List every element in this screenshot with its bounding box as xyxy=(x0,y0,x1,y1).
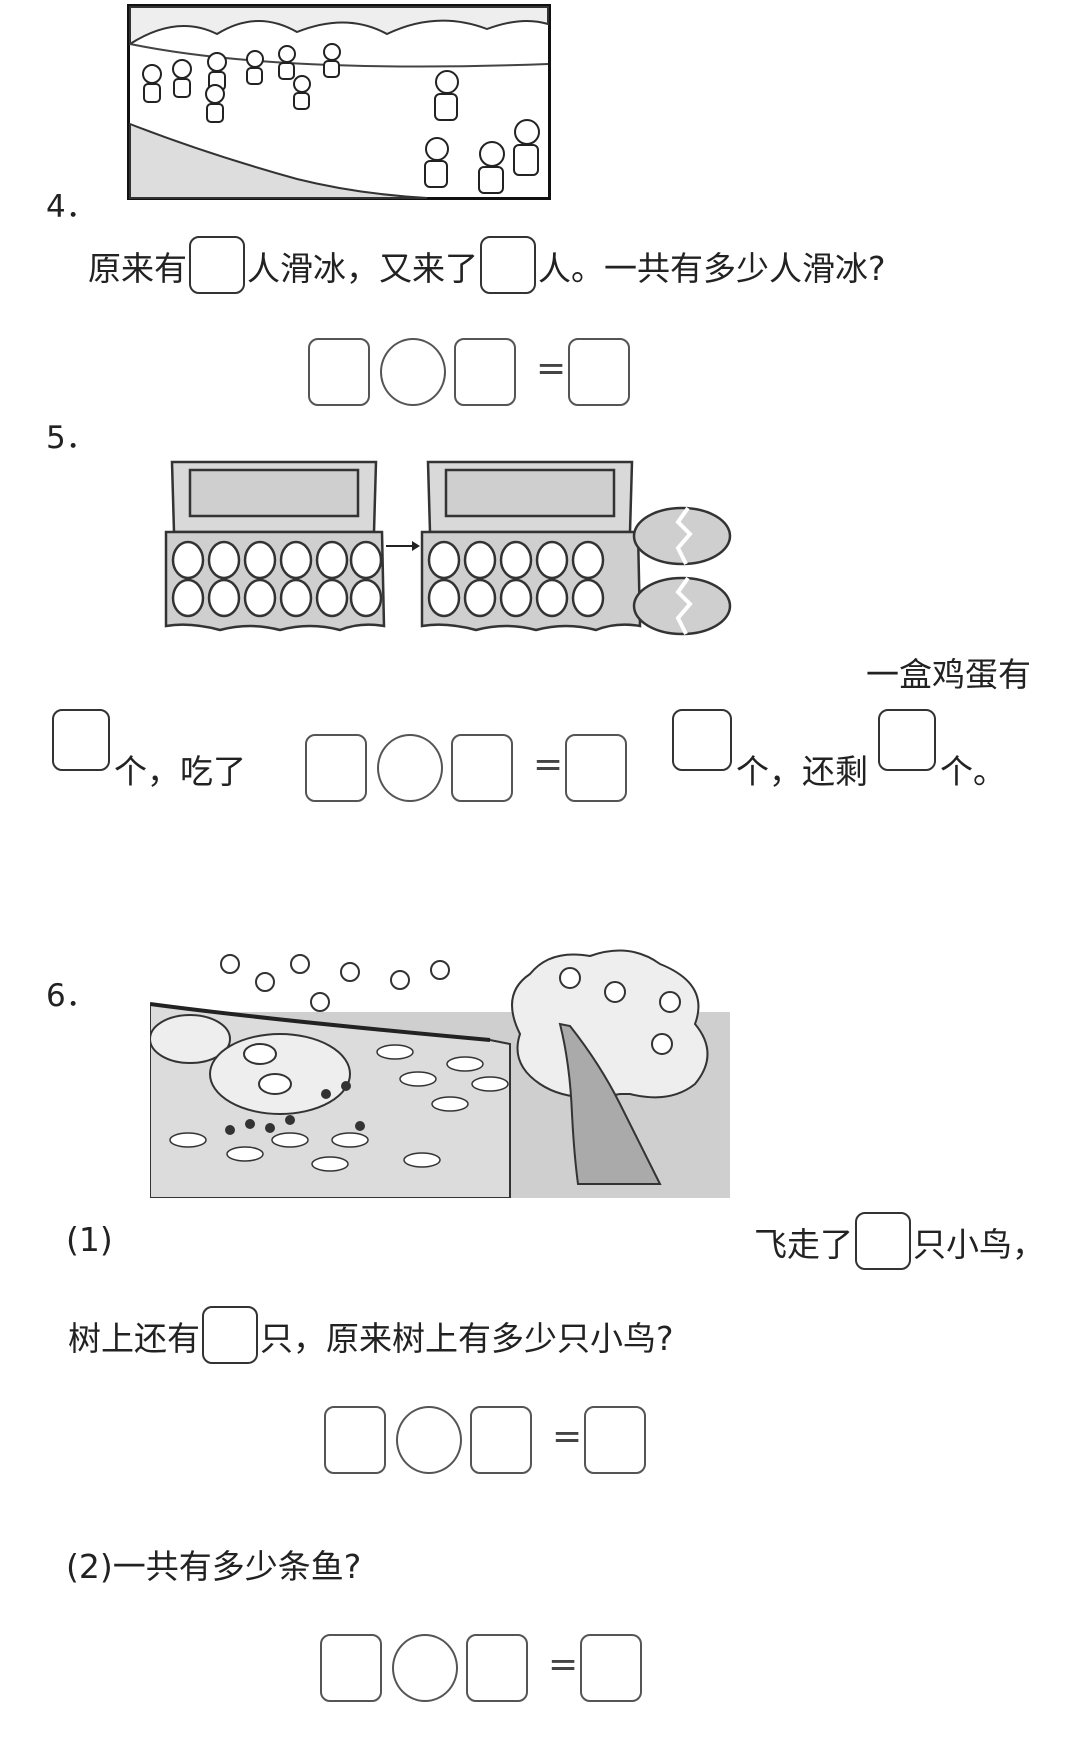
q6-pond-tree-illustration xyxy=(150,944,730,1198)
q4-eq-operand-2[interactable] xyxy=(454,338,516,406)
q5-eq-equals: = xyxy=(533,744,564,785)
q6-sub2-question: (2)一共有多少条鱼? xyxy=(66,1547,362,1586)
q6-sub2-eq-operand-1[interactable] xyxy=(320,1634,382,1702)
q6-sub1-eq-operand-1[interactable] xyxy=(324,1406,386,1474)
q6-answer-box-remain[interactable] xyxy=(202,1306,258,1364)
q6-sub2-eq-result[interactable] xyxy=(580,1634,642,1702)
q4-answer-box-original[interactable] xyxy=(189,236,245,294)
q6-sub2-equation: = xyxy=(320,1634,650,1702)
q4-text-a: 原来有 xyxy=(88,249,187,288)
q5-eggs-illustration xyxy=(160,456,760,636)
q6-sub1-text-b: 只小鸟， xyxy=(913,1225,1045,1264)
q5-text-b: 个，还剩 xyxy=(736,752,868,791)
q6-sub1-eq-operator-circle[interactable] xyxy=(396,1406,462,1474)
q5-eq-operand-2[interactable] xyxy=(451,734,513,802)
q5-equation: = xyxy=(305,734,635,802)
q6-sub1-eq-result[interactable] xyxy=(584,1406,646,1474)
q6-sub1-line1: 飞走了 只小鸟， xyxy=(754,1212,1045,1270)
q5-line: 个，吃了 个，还剩 个。 xyxy=(52,709,1052,799)
q4-skating-illustration xyxy=(127,4,551,200)
q5-answer-box-total[interactable] xyxy=(52,709,110,771)
q5-eq-operator-circle[interactable] xyxy=(377,734,443,802)
q6-sub1-text-a: 飞走了 xyxy=(754,1225,853,1264)
q4-eq-operator-circle[interactable] xyxy=(380,338,446,406)
q6-sub2-eq-operand-2[interactable] xyxy=(466,1634,528,1702)
q6-sub2-eq-equals: = xyxy=(548,1644,579,1685)
q5-eq-operand-1[interactable] xyxy=(305,734,367,802)
q4-equation: = xyxy=(308,338,638,406)
q5-text-intro: 一盒鸡蛋有 xyxy=(866,655,1031,694)
q4-eq-operand-1[interactable] xyxy=(308,338,370,406)
q6-answer-box-flew[interactable] xyxy=(855,1212,911,1270)
q6-sub1-text-c: 树上还有 xyxy=(68,1319,200,1358)
q4-eq-result[interactable] xyxy=(568,338,630,406)
q5-text-c: 个。 xyxy=(940,752,1006,791)
q4-sentence: 原来有 人滑冰，又来了 人。一共有多少人滑冰? xyxy=(88,236,886,294)
q6-number: 6． xyxy=(46,978,97,1014)
q5-eq-result[interactable] xyxy=(565,734,627,802)
q6-sub1-text-d: 只，原来树上有多少只小鸟? xyxy=(260,1319,674,1358)
q5-number: 5． xyxy=(46,420,97,456)
q6-sub1-equation: = xyxy=(324,1406,654,1474)
q5-answer-box-eaten[interactable] xyxy=(672,709,732,771)
q5-answer-box-left[interactable] xyxy=(878,709,936,771)
q4-text-c: 人。一共有多少人滑冰? xyxy=(538,249,886,288)
q4-answer-box-came[interactable] xyxy=(480,236,536,294)
q6-sub1-eq-operand-2[interactable] xyxy=(470,1406,532,1474)
q6-sub2-eq-operator-circle[interactable] xyxy=(392,1634,458,1702)
q4-text-b: 人滑冰，又来了 xyxy=(247,249,478,288)
q6-sub1-label: (1) xyxy=(66,1220,113,1259)
q4-number: 4． xyxy=(46,189,97,225)
q5-text-a: 个，吃了 xyxy=(114,752,246,791)
q4-eq-equals: = xyxy=(536,348,567,389)
q6-sub1-line2: 树上还有 只，原来树上有多少只小鸟? xyxy=(68,1306,674,1364)
q6-sub1-eq-equals: = xyxy=(552,1416,583,1457)
